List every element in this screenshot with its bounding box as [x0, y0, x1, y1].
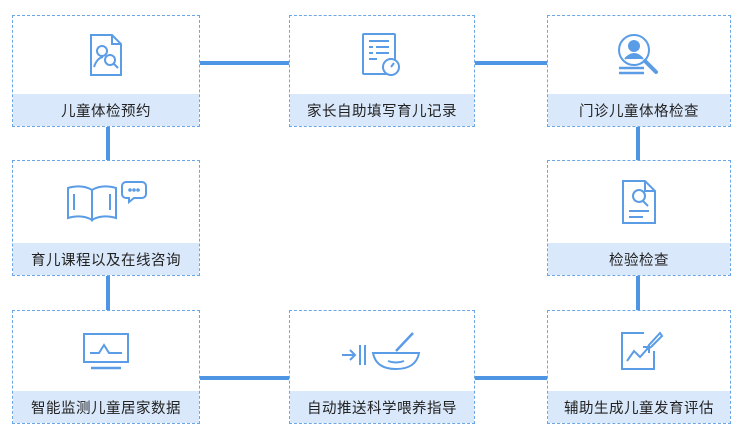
- document-people-icon: [13, 16, 199, 94]
- bowl-arrow-icon: [290, 311, 474, 391]
- book-chat-icon: [13, 161, 199, 243]
- connector-n3-n5: [636, 127, 640, 160]
- flow-node-label: 家长自助填写育儿记录: [290, 94, 474, 126]
- connector-n5-n8: [636, 276, 640, 310]
- flow-node-label: 检验检查: [548, 243, 730, 275]
- flow-node-development-assessment: 辅助生成儿童发育评估: [547, 310, 731, 424]
- person-magnifier-icon: [548, 16, 730, 94]
- connector-n4-n6: [106, 276, 110, 310]
- connector-n1-n4: [106, 127, 110, 160]
- flow-node-lab-tests: 检验检查: [547, 160, 731, 276]
- flow-node-clinic-physical-exam: 门诊儿童体格检查: [547, 15, 731, 127]
- monitor-chart-icon: [13, 311, 199, 391]
- flow-node-label: 儿童体检预约: [13, 94, 199, 126]
- form-stopwatch-icon: [290, 16, 474, 94]
- document-search-icon: [548, 161, 730, 243]
- chart-edit-icon: [548, 311, 730, 391]
- flow-node-label: 门诊儿童体格检查: [548, 94, 730, 126]
- flow-node-home-monitoring: 智能监测儿童居家数据: [12, 310, 200, 424]
- flow-node-label: 育儿课程以及在线咨询: [13, 243, 199, 275]
- connector-n2-n3: [475, 61, 547, 65]
- flow-node-parenting-course: 育儿课程以及在线咨询: [12, 160, 200, 276]
- flow-node-feeding-guidance: 自动推送科学喂养指导: [289, 310, 475, 424]
- connector-n7-n8: [475, 376, 547, 380]
- flow-node-label: 智能监测儿童居家数据: [13, 391, 199, 423]
- connector-n6-n7: [200, 376, 289, 380]
- flow-node-parent-self-record: 家长自助填写育儿记录: [289, 15, 475, 127]
- flow-node-child-checkup-appointment: 儿童体检预约: [12, 15, 200, 127]
- flow-node-label: 辅助生成儿童发育评估: [548, 391, 730, 423]
- connector-n1-n2: [200, 61, 289, 65]
- flow-node-label: 自动推送科学喂养指导: [290, 391, 474, 423]
